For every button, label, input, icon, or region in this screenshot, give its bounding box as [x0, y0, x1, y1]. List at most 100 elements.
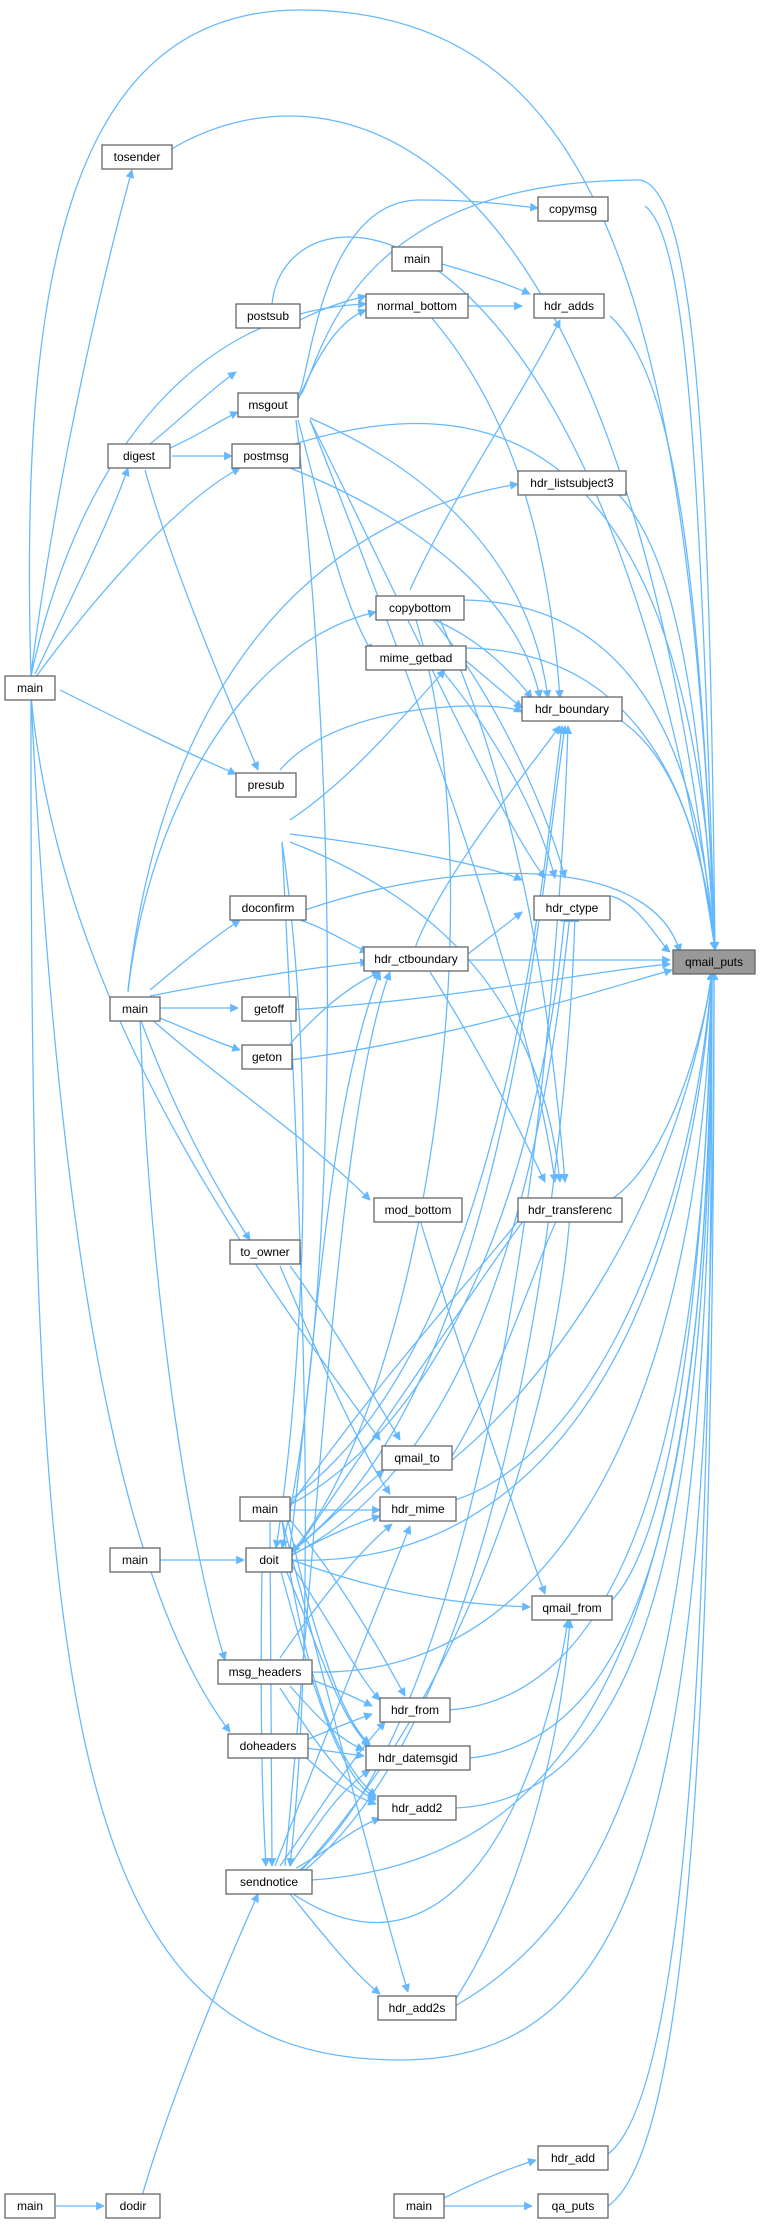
- node-copybottom[interactable]: copybottom: [375, 595, 465, 621]
- node-hdr-boundary[interactable]: hdr_boundary: [521, 696, 623, 722]
- edge-msgout-qmail-puts: [297, 179, 720, 951]
- node-sendnotice[interactable]: sendnotice: [225, 1869, 313, 1895]
- node-postmsg[interactable]: postmsg: [231, 443, 301, 469]
- node-main-d[interactable]: main: [239, 1496, 291, 1522]
- node-main-e[interactable]: main: [109, 1547, 161, 1573]
- edge-qmail-to-hdr-transferenc: [451, 1213, 561, 1457]
- svg-text:hdr_add2s: hdr_add2s: [389, 2001, 446, 2015]
- edge-msg-headers-qmail-puts: [309, 971, 717, 1673]
- edge-hdr-add2s-qmail-from: [454, 1619, 574, 2001]
- svg-text:normal_bottom: normal_bottom: [377, 299, 457, 313]
- edge-dodir-sendnotice: [141, 1893, 259, 2197]
- node-hdr-add2s[interactable]: hdr_add2s: [377, 1995, 457, 2021]
- edge-presub-doit: [272, 841, 304, 1549]
- edge-main-d-hdr-from: [289, 1519, 406, 1697]
- edge-doconfirm-qmail-puts: [304, 872, 682, 953]
- edge-sendnotice-hdr-transferenc: [299, 1213, 574, 1873]
- svg-text:tosender: tosender: [114, 150, 161, 164]
- node-postsub[interactable]: postsub: [235, 303, 301, 329]
- svg-text:to_owner: to_owner: [240, 1245, 289, 1259]
- node-msg-headers[interactable]: msg_headers: [217, 1659, 313, 1685]
- edge-doit-hdr-ctype: [291, 913, 574, 1556]
- edge-main-left-qmail-puts-low: [30, 695, 719, 2061]
- node-mime-getbad[interactable]: mime_getbad: [365, 645, 467, 671]
- node-qmail-to[interactable]: qmail_to: [381, 1445, 453, 1471]
- edge-copybottom-qmail-puts: [459, 599, 719, 951]
- node-geton[interactable]: geton: [241, 1044, 293, 1070]
- node-hdr-add[interactable]: hdr_add: [537, 2145, 609, 2171]
- node-main-g[interactable]: main: [393, 2193, 445, 2219]
- node-main-a[interactable]: main: [391, 246, 443, 272]
- svg-text:qmail_puts: qmail_puts: [685, 955, 743, 969]
- svg-text:hdr_transferenc: hdr_transferenc: [528, 1203, 612, 1217]
- edge-hdr-ctboundary-hdr-transferenc: [429, 971, 546, 1183]
- svg-text:main: main: [406, 2199, 432, 2213]
- node-dodir[interactable]: dodir: [105, 2193, 161, 2219]
- edge-qmail-from-qmail-puts: [611, 971, 717, 1601]
- node-doheaders[interactable]: doheaders: [227, 1733, 309, 1759]
- node-main-c[interactable]: main: [109, 996, 161, 1022]
- node-hdr-add2[interactable]: hdr_add2: [377, 1795, 457, 1821]
- edge-copybottom-hdr-transferenc: [439, 619, 569, 1183]
- edge-main-left-qmail-puts: [28, 9, 720, 951]
- node-msgout[interactable]: msgout: [237, 392, 299, 418]
- svg-text:qa_puts: qa_puts: [552, 2199, 595, 2213]
- edge-mime-getbad-hdr-boundary: [464, 659, 523, 709]
- edge-sendnotice-hdr-ctype: [299, 913, 580, 1875]
- edge-digest-presub: [144, 469, 259, 771]
- edge-hdr-adds-qmail-puts: [609, 315, 720, 951]
- edge-main-d-hdr-datemsgid: [287, 1519, 371, 1745]
- edge-main-left-digest: [34, 467, 130, 675]
- svg-text:hdr_ctboundary: hdr_ctboundary: [374, 952, 457, 966]
- node-getoff[interactable]: getoff: [241, 996, 297, 1022]
- node-hdr-transferenc[interactable]: hdr_transferenc: [517, 1197, 623, 1223]
- edge-tosender-qmail-puts: [169, 115, 719, 951]
- node-digest[interactable]: digest: [107, 443, 171, 469]
- edge-doit-hdr-mime: [291, 1514, 381, 1556]
- node-hdr-adds[interactable]: hdr_adds: [533, 293, 605, 319]
- node-qa-puts[interactable]: qa_puts: [537, 2193, 609, 2219]
- edge-sendnotice-hdr-ctboundary: [284, 971, 392, 1867]
- node-qmail-from[interactable]: qmail_from: [531, 1595, 613, 1621]
- node-qmail-puts[interactable]: qmail_puts: [672, 949, 756, 975]
- edge-doit-hdr-add2: [279, 1567, 377, 1799]
- edge-msgout-hdr-boundary: [309, 417, 552, 699]
- svg-text:hdr_mime: hdr_mime: [391, 1502, 445, 1516]
- node-hdr-from[interactable]: hdr_from: [379, 1697, 451, 1723]
- node-hdr-mime[interactable]: hdr_mime: [379, 1496, 457, 1522]
- node-main-b[interactable]: main: [4, 675, 56, 701]
- svg-text:qmail_from: qmail_from: [542, 1601, 601, 1615]
- edge-hdr-mime-qmail-puts: [454, 971, 716, 1501]
- node-hdr-listsubject3[interactable]: hdr_listsubject3: [517, 470, 627, 496]
- edge-postsub-qmail-puts: [271, 236, 719, 951]
- node-presub[interactable]: presub: [235, 772, 297, 798]
- edge-postmsg-qmail-puts: [269, 422, 720, 951]
- node-doit[interactable]: doit: [245, 1547, 293, 1573]
- edge-mime-getbad-hdr-ctype: [439, 667, 558, 879]
- node-to-owner[interactable]: to_owner: [229, 1239, 301, 1265]
- edge-doconfirm-hdr-ctboundary: [299, 919, 369, 954]
- edge-copybottom-hdr-adds: [409, 319, 561, 591]
- node-normal-bottom[interactable]: normal_bottom: [365, 293, 469, 319]
- edge-presub-hdr-transferenc: [289, 841, 564, 1183]
- edge-msgout-normal-bottom: [297, 308, 367, 401]
- node-copymsg[interactable]: copymsg: [537, 196, 609, 222]
- node-mod-bottom[interactable]: mod_bottom: [373, 1197, 463, 1223]
- edge-main-c-to-owner: [139, 1017, 251, 1241]
- edge-main-c-hdr-ctboundary: [149, 958, 369, 997]
- edge-presub-mime-getbad: [289, 669, 446, 821]
- node-hdr-ctboundary[interactable]: hdr_ctboundary: [363, 946, 469, 972]
- edge-msgout-doit: [279, 419, 329, 1549]
- node-main-f[interactable]: main: [4, 2193, 56, 2219]
- node-hdr-ctype[interactable]: hdr_ctype: [533, 895, 611, 921]
- node-tosender[interactable]: tosender: [101, 144, 173, 170]
- svg-text:mod_bottom: mod_bottom: [385, 1203, 452, 1217]
- node-hdr-datemsgid[interactable]: hdr_datemsgid: [365, 1745, 471, 1771]
- edge-digest-postsub: [149, 371, 237, 445]
- edge-msgout-mime-getbad: [297, 419, 373, 653]
- node-doconfirm[interactable]: doconfirm: [229, 895, 307, 921]
- edge-hdr-ctype-qmail-puts: [610, 895, 671, 953]
- svg-text:presub: presub: [248, 778, 285, 792]
- edge-sendnotice-hdr-mime: [274, 1525, 412, 1867]
